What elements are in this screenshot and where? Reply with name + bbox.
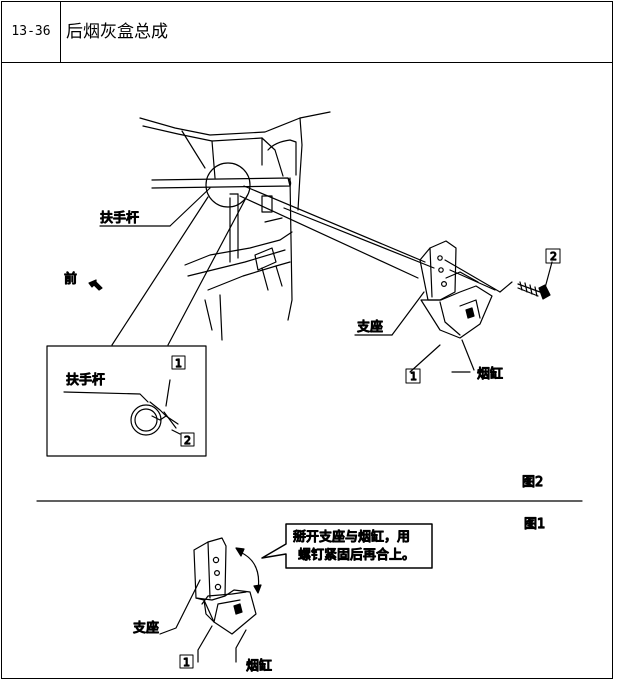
callout-2-text: 2	[550, 250, 557, 263]
handrail-leader	[169, 187, 211, 227]
inset-callout-box-2	[180, 432, 195, 447]
inset-callout-2-text: 2	[184, 434, 191, 447]
ashtray-label: 烟缸	[477, 366, 503, 382]
rotation-arrow-icon	[239, 551, 260, 591]
ashtray-leader	[409, 344, 441, 373]
screw-leader	[544, 261, 553, 289]
ashtray-assembly-fig1	[193, 537, 257, 635]
callout-box-1	[405, 368, 421, 384]
inset-callout-1-text: 1	[175, 357, 182, 370]
page-title: 后烟灰盒总成	[66, 22, 168, 42]
front-arrow-icon	[88, 279, 103, 291]
detail-leader-line	[111, 196, 209, 346]
fig1-callout-1-text: 1	[183, 656, 190, 669]
inset-detail-drawing	[63, 379, 181, 436]
callout-1-text: 1	[410, 370, 417, 383]
ashtray-assembly-fig2	[419, 240, 513, 339]
instruction-bubble	[261, 523, 433, 569]
detail-inset-frame	[46, 345, 207, 457]
detail-magnifier-circle	[205, 162, 251, 208]
section-code: 13-36	[2, 2, 61, 62]
fig1-callout-leader	[197, 625, 213, 663]
figure1-caption: 图1	[524, 517, 545, 532]
vehicle-interior-drawing	[139, 111, 435, 341]
bracket-leader	[391, 291, 425, 336]
handrail-label: 扶手杆	[100, 211, 139, 226]
fig1-callout-box-1	[179, 654, 194, 669]
fig1-bracket-leader	[159, 579, 201, 635]
front-label: 前	[64, 271, 77, 287]
detail-leader-line	[167, 195, 248, 346]
fig1-ashtray-leader	[235, 629, 247, 663]
note-line-1: 掰开支座与烟缸，用	[293, 529, 410, 545]
screw-icon	[517, 281, 551, 300]
inset-callout-box-1	[171, 355, 186, 370]
note-line-2: 螺钉紧固后再合上。	[298, 548, 415, 563]
fig1-ashtray-label: 烟缸	[246, 658, 272, 674]
figure2-caption: 图2	[522, 475, 543, 490]
fig1-bracket-label: 支座	[133, 621, 159, 636]
callout-box-2	[545, 248, 561, 264]
inset-handrail-label: 扶手杆	[66, 373, 105, 388]
header-bar: 13-36 后烟灰盒总成	[2, 2, 612, 63]
bracket-label: 支座	[357, 320, 383, 335]
